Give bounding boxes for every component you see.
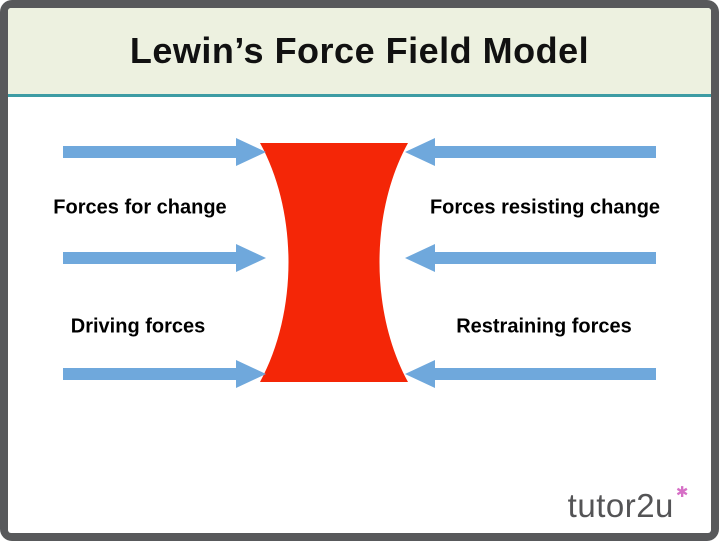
left-arrow-icon bbox=[405, 360, 656, 388]
right-arrow-icon bbox=[63, 138, 266, 166]
left-arrow-icon bbox=[405, 138, 656, 166]
page-title: Lewin’s Force Field Model bbox=[129, 30, 590, 71]
force-field-diagram bbox=[63, 138, 656, 388]
label-forces-resisting-change: Forces resisting change bbox=[429, 196, 661, 219]
label-driving-forces: Driving forces bbox=[70, 315, 206, 338]
logo-text: tutor2u bbox=[567, 487, 674, 524]
right-arrow-icon bbox=[63, 244, 266, 272]
diagram-area: Forces for change Forces resisting chang… bbox=[8, 97, 711, 533]
slide: Lewin’s Force Field Model Forces for cha… bbox=[8, 8, 711, 533]
slide-header: Lewin’s Force Field Model bbox=[8, 8, 711, 97]
left-arrow-icon bbox=[405, 244, 656, 272]
label-restraining-forces: Restraining forces bbox=[456, 315, 632, 338]
label-forces-for-change: Forces for change bbox=[53, 196, 227, 219]
flower-icon: ✱ bbox=[675, 484, 689, 501]
tutor2u-logo: tutor2u✱ bbox=[568, 483, 689, 525]
force-barrier-shape bbox=[260, 143, 408, 382]
right-arrow-icon bbox=[63, 360, 266, 388]
